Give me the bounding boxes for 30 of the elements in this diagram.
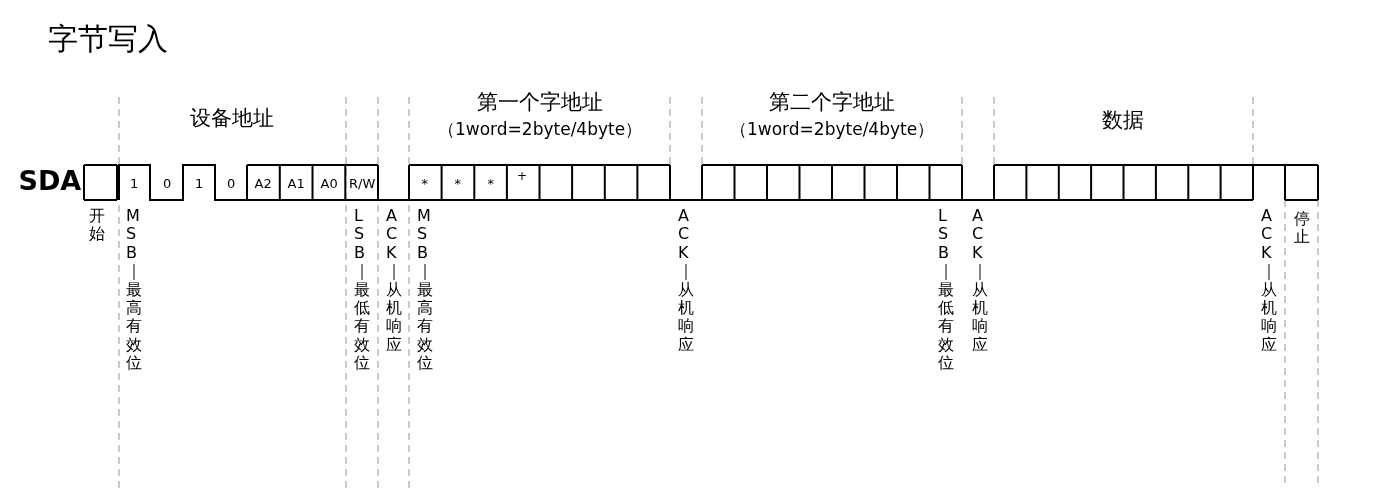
bit-value: * xyxy=(487,177,494,190)
bit-annotation: ACK｜从机响应 xyxy=(972,207,989,355)
byte-width-note: （1word=2byte/4byte） xyxy=(438,121,643,138)
bit-value: 1 xyxy=(130,177,139,190)
bit-annotation: ACK｜从机响应 xyxy=(386,207,403,355)
bit-value: A1 xyxy=(287,177,305,190)
bit-annotation: 停止 xyxy=(1294,210,1311,247)
bit-value: 0 xyxy=(227,177,236,190)
section-heading: 第一个字地址 xyxy=(477,92,603,113)
bit-annotation: 开始 xyxy=(89,207,106,244)
bit-value: * xyxy=(454,177,461,190)
bit-annotation: LSB｜最低有效位 xyxy=(354,207,371,373)
bit-annotation: ACK｜从机响应 xyxy=(678,207,695,355)
bit-value: + xyxy=(517,170,528,182)
bit-value: * xyxy=(421,177,428,190)
section-heading: 数据 xyxy=(1102,110,1144,131)
section-heading: 第二个字地址 xyxy=(769,92,895,113)
diagram-title: 字节写入 xyxy=(48,24,168,54)
signal-name: SDA xyxy=(18,167,82,194)
bit-annotation: MSB｜最高有效位 xyxy=(126,207,143,373)
bit-value: 1 xyxy=(195,177,204,190)
bit-annotation: ACK｜从机响应 xyxy=(1261,207,1278,355)
bit-value: R/W xyxy=(349,177,376,190)
bit-annotation: MSB｜最高有效位 xyxy=(417,207,434,373)
bit-annotation: LSB｜最低有效位 xyxy=(938,207,955,373)
bit-value: A0 xyxy=(320,177,338,190)
bit-value: 0 xyxy=(163,177,172,190)
byte-width-note: （1word=2byte/4byte） xyxy=(730,121,935,138)
section-heading: 设备地址 xyxy=(190,108,274,129)
bit-value: A2 xyxy=(254,177,272,190)
